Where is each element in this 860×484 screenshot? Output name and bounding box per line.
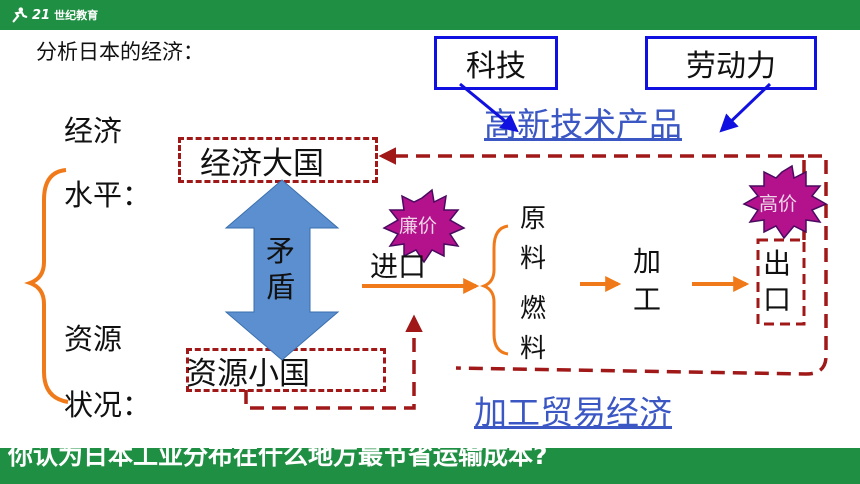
economy-level-label-line1: 经济 [64,114,123,148]
raw-material-label-1: 原 [519,204,546,234]
export-label-1: 出 [762,247,791,280]
top-banner: 21 世纪教育 [0,0,860,30]
economic-power-box [178,137,378,183]
curly-brace-left [24,168,69,404]
high-price-burst-label: 高价 [759,193,798,215]
processing-label-1: 加 [632,245,661,278]
arrow-technology [459,82,519,133]
technology-box: 科技 [434,36,558,90]
contradiction-double-arrow [224,179,340,361]
logo: 21 世纪教育 [10,4,98,26]
cheap-burst-icon [382,188,466,264]
fuel-label-1: 燃 [519,294,546,324]
high-price-burst-icon [742,164,828,240]
import-label: 进口 [370,250,427,283]
dashed-arrow-resource-to-import [244,314,423,410]
export-dashed-box [756,238,806,326]
logo-chinese-text: 世纪教育 [54,9,99,22]
runner-icon [12,7,28,23]
processing-trade-economy-link[interactable]: 加工贸易经济 [474,393,672,432]
cheap-burst-label: 廉价 [399,215,438,237]
bottom-banner [0,448,860,484]
labor-box: 劳动力 [645,36,817,90]
contradiction-label-1: 矛 [266,234,296,268]
economy-level-label-line2: 水平： [64,178,152,212]
bottom-question: 你认为日本工业分布在什么地方最节省运输成本? [8,441,548,470]
logo-text: 21 [32,7,51,23]
curly-brace-right [479,224,509,356]
dashed-loop-export-to-economic-power [455,154,828,376]
economic-power-label: 经济大国 [200,146,324,182]
resource-poor-label: 资源小国 [186,356,310,392]
resource-status-label-line1: 资源 [64,322,123,356]
arrow-labor [719,82,772,133]
export-label-2: 口 [762,283,791,316]
resource-status-label-line2: 状况： [64,388,152,422]
processing-label-2: 工 [632,283,661,316]
contradiction-label-2: 盾 [266,270,296,304]
slide-title: 分析日本的经济： [36,40,204,64]
raw-material-label-2: 料 [519,244,546,274]
fuel-label-2: 料 [519,334,546,364]
